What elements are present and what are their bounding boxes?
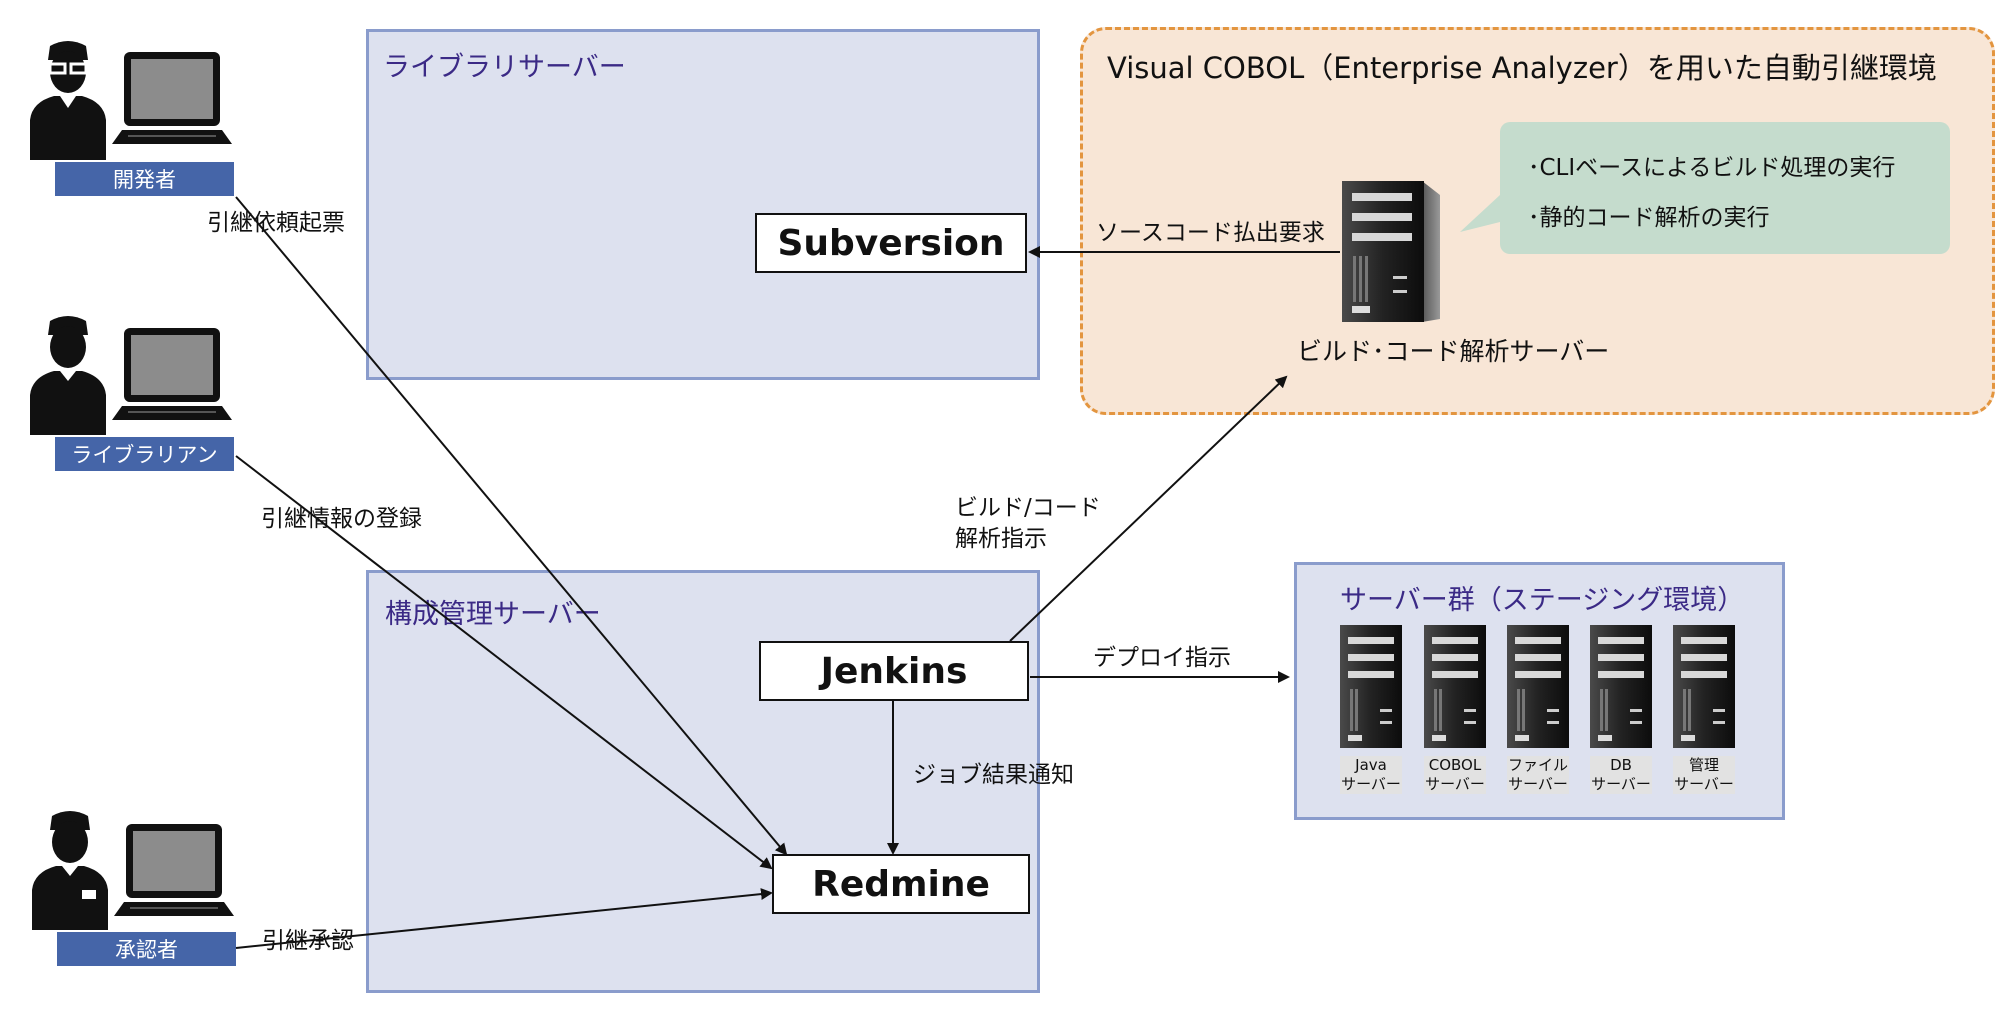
jenkins-node: Jenkins — [759, 641, 1029, 701]
subversion-node: Subversion — [755, 213, 1027, 273]
server-icon — [1342, 181, 1440, 322]
laptop-icon — [112, 52, 232, 144]
feature-callout — [1500, 122, 1950, 254]
library-server-title: ライブラリサーバー — [383, 52, 626, 83]
library-server-group — [366, 29, 1040, 380]
arrow-handover-register — [235, 455, 773, 870]
edge-label-build-instruct-2: 解析指示 — [955, 526, 1047, 552]
laptop-icon — [114, 824, 234, 916]
person-icon — [30, 316, 106, 435]
edge-label-handover-request: 引継依頼起票 — [207, 210, 345, 236]
person-icon — [30, 41, 106, 160]
edge-label-build-instruct-1: ビルド/コード — [955, 495, 1101, 521]
redmine-node: Redmine — [772, 854, 1030, 914]
staging-title: サーバー群（ステージング環境） — [1340, 585, 1745, 616]
server-icon — [1673, 625, 1735, 748]
server-icon — [1507, 625, 1569, 748]
arrow-handover-approve — [235, 888, 773, 949]
arrow-build-instruct — [1009, 375, 1288, 642]
config-server-title: 構成管理サーバー — [385, 599, 601, 630]
mini-label-file: ファイルサーバー — [1507, 756, 1569, 794]
person-icon — [32, 811, 108, 930]
edge-label-deploy: デプロイ指示 — [1093, 645, 1231, 671]
callout-item-analysis: ･静的コード解析の実行 — [1528, 205, 1770, 231]
build-server-caption: ビルド･コード解析サーバー — [1297, 337, 1610, 366]
edge-label-job-result: ジョブ結果通知 — [913, 762, 1074, 788]
callout-tail — [1460, 195, 1500, 232]
server-icon — [1340, 625, 1402, 748]
edge-label-source-checkout: ソースコード払出要求 — [1096, 220, 1325, 246]
callout-item-build: ･CLIベースによるビルド処理の実行 — [1528, 155, 1896, 181]
analyzer-env-title: Visual COBOL（Enterprise Analyzer）を用いた自動引… — [1107, 51, 1937, 85]
server-icon — [1590, 625, 1652, 748]
approver-label: 承認者 — [57, 932, 236, 966]
edge-label-handover-register: 引継情報の登録 — [261, 506, 422, 532]
arrow-handover-request — [235, 196, 788, 856]
mini-label-admin: 管理サーバー — [1673, 756, 1735, 794]
server-icon — [1424, 625, 1486, 748]
librarian-label: ライブラリアン — [55, 437, 234, 471]
developer-label: 開発者 — [55, 162, 234, 196]
laptop-icon — [112, 328, 232, 420]
